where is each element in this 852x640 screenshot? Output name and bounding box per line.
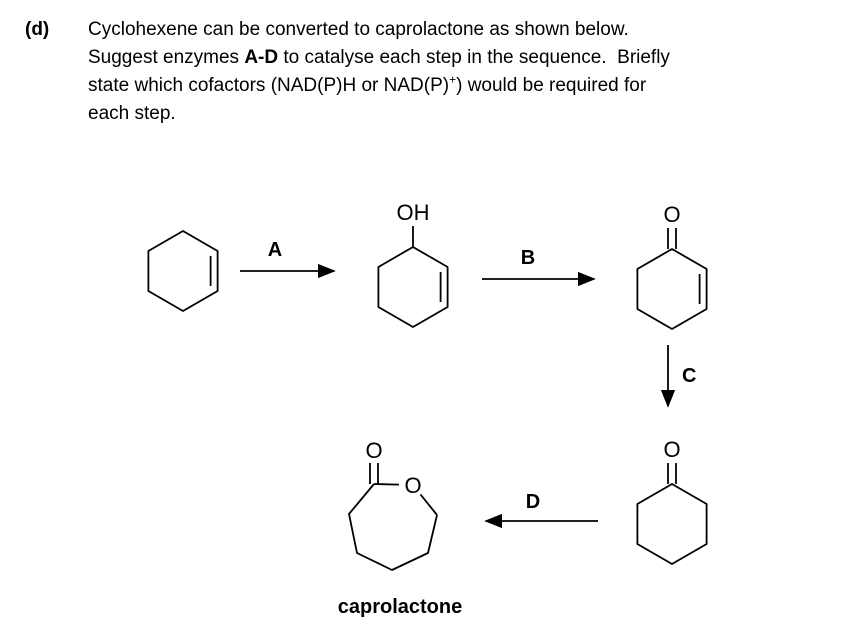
question-line3-pre: state which cofactors (NAD(P)H or NAD(P) (88, 75, 450, 96)
hydroxyl-oh-label: OH (397, 200, 430, 225)
question-line-3: state which cofactors (NAD(P)H or NAD(P)… (88, 72, 788, 100)
cyclohexene-structure (147, 230, 219, 312)
question-enzymes-bold: A-D (244, 47, 279, 68)
question-text: Cyclohexene can be converted to caprolac… (88, 16, 788, 128)
arrow-c: C (660, 345, 696, 408)
question-line2-post: to catalyse each step in the sequence. B… (278, 47, 670, 68)
question-superscript-plus: + (449, 72, 457, 87)
arrow-c-label: C (682, 365, 696, 387)
cyclohexenol-structure: OH (377, 200, 449, 328)
arrow-a: A (240, 239, 336, 279)
question-line-1: Cyclohexene can be converted to caprolac… (88, 19, 629, 40)
enone-oxygen-label: O (663, 202, 680, 227)
lactone-ring-oxygen-label: O (404, 473, 421, 498)
cyclohexanone-structure: O (636, 437, 708, 565)
arrow-d-label: D (526, 491, 540, 513)
caprolactone-structure: O O (348, 438, 438, 571)
question-line2-pre: Suggest enzymes (88, 47, 245, 68)
question-line3-post: ) would be required for (456, 75, 647, 96)
cyclohexenone-structure: O (636, 202, 708, 330)
arrow-a-label: A (268, 239, 282, 261)
question-label: (d) (25, 19, 50, 40)
lactone-carbonyl-oxygen-label: O (365, 438, 382, 463)
ketone-oxygen-label: O (663, 437, 680, 462)
arrow-b-label: B (521, 247, 535, 269)
caprolactone-caption: caprolactone (338, 596, 462, 618)
arrow-d: D (484, 491, 598, 529)
question-line-4: each step. (88, 103, 176, 124)
arrow-b: B (482, 247, 596, 287)
question-block: (d) Cyclohexene can be converted to capr… (25, 16, 788, 128)
question-line-2: Suggest enzymes A-D to catalyse each ste… (88, 44, 788, 72)
